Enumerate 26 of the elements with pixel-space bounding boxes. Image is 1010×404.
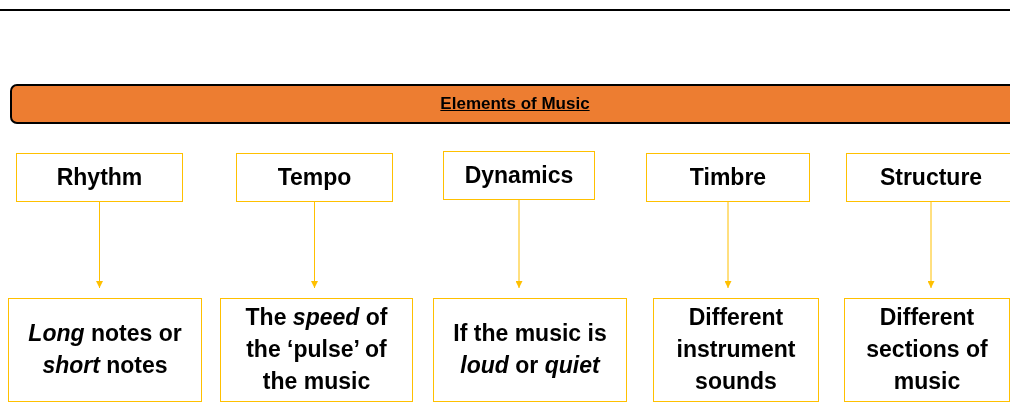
arrow <box>311 201 318 289</box>
title: Elements of Music <box>440 94 590 114</box>
description-box <box>220 298 413 402</box>
arrow <box>724 201 732 289</box>
element-box <box>646 153 810 202</box>
description-box <box>433 298 627 402</box>
arrow <box>515 199 523 289</box>
description-box <box>844 298 1010 402</box>
element-box <box>443 151 595 200</box>
element-name: Dynamics <box>464 160 574 190</box>
element-name: Tempo <box>277 162 352 192</box>
arrow <box>927 201 935 289</box>
element-name: Rhythm <box>56 162 143 192</box>
description-text: Long notes or short notes <box>27 319 183 380</box>
description-box <box>653 298 819 402</box>
element-name: Structure <box>879 162 983 192</box>
element-box <box>236 153 393 202</box>
description-text: Different sections of music <box>865 303 989 396</box>
description-box <box>8 298 202 402</box>
element-box <box>846 153 1010 202</box>
description-text: The speed of the ‘pulse’ of the music <box>244 303 389 396</box>
description-text: Different instrument sounds <box>675 303 797 396</box>
element-box <box>16 153 183 202</box>
element-name: Timbre <box>689 162 767 192</box>
description-text: If the music is loud or quiet <box>452 319 608 380</box>
arrow <box>96 201 103 289</box>
